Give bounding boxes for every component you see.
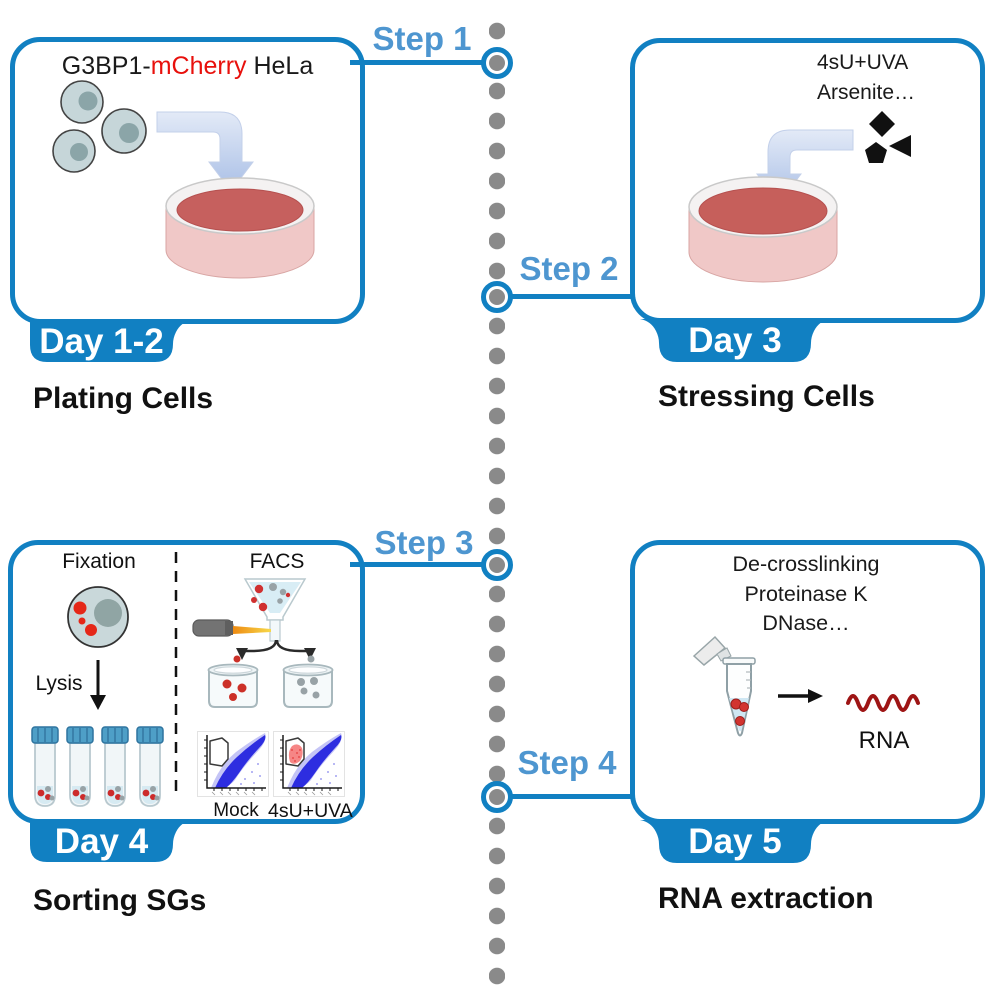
step3-connector-line (350, 562, 497, 567)
day-tab-rna: Day 5 (640, 820, 830, 865)
timeline-dots (489, 811, 505, 991)
fixation-label: Fixation (62, 550, 136, 573)
step2-connector-line (497, 294, 634, 299)
facs-label: FACS (249, 550, 305, 573)
rna-product-label: RNA (858, 727, 910, 754)
step4-connector-line (497, 794, 634, 799)
reagent-line: De-crosslinking (732, 552, 880, 576)
reagent-line: DNase… (762, 611, 850, 635)
tab-shape (640, 820, 830, 863)
sorting-caption: Sorting SGs (33, 884, 207, 917)
timeline-dots (489, 16, 505, 46)
lysis-label: Lysis (35, 672, 83, 695)
mock-plot-label: Mock (213, 800, 259, 821)
stressing-caption: Stressing Cells (658, 380, 875, 413)
step4-label: Step 4 (517, 744, 617, 781)
rna-reagents: De-crosslinking Proteinase K DNase… (656, 550, 956, 639)
tab-shape (30, 820, 192, 862)
stressing-panel (630, 38, 985, 323)
plating-title: G3BP1-mCherry HeLa (10, 52, 365, 81)
step2-node (481, 281, 513, 313)
day-label: Day 3 (688, 321, 782, 360)
step1-node (481, 47, 513, 79)
plating-caption: Plating Cells (33, 382, 214, 415)
title-mcherry: mCherry (150, 52, 247, 80)
day-tab-sorting: Day 4 (30, 820, 192, 864)
reagent-line: 4sU+UVA (817, 51, 909, 74)
step3-node (481, 549, 513, 581)
timeline-dots (489, 76, 505, 286)
title-prefix: G3BP1- (61, 52, 151, 80)
timeline-dots (489, 579, 505, 789)
step3-label: Step 3 (374, 524, 474, 561)
day-label: Day 1-2 (39, 322, 164, 361)
timeline-dots (489, 311, 505, 551)
day-tab-plating: Day 1-2 (30, 320, 192, 364)
stress-reagents: 4sU+UVA Arsenite… (817, 48, 915, 108)
day-tab-stressing: Day 3 (640, 319, 830, 364)
reagent-line: Arsenite… (817, 81, 916, 104)
reagent-line: Proteinase K (744, 581, 868, 606)
day-label: Day 5 (688, 822, 782, 861)
tab-shape (640, 319, 830, 362)
day-label: Day 4 (54, 822, 149, 861)
step1-connector-line (350, 60, 497, 65)
step1-label: Step 1 (372, 20, 472, 57)
step4-node (481, 781, 513, 813)
step2-label: Step 2 (519, 250, 619, 287)
rna-caption: RNA extraction (658, 882, 874, 915)
uva-plot-label: 4sU+UVA (268, 800, 353, 822)
tab-shape (30, 320, 192, 362)
title-suffix: HeLa (246, 52, 314, 80)
